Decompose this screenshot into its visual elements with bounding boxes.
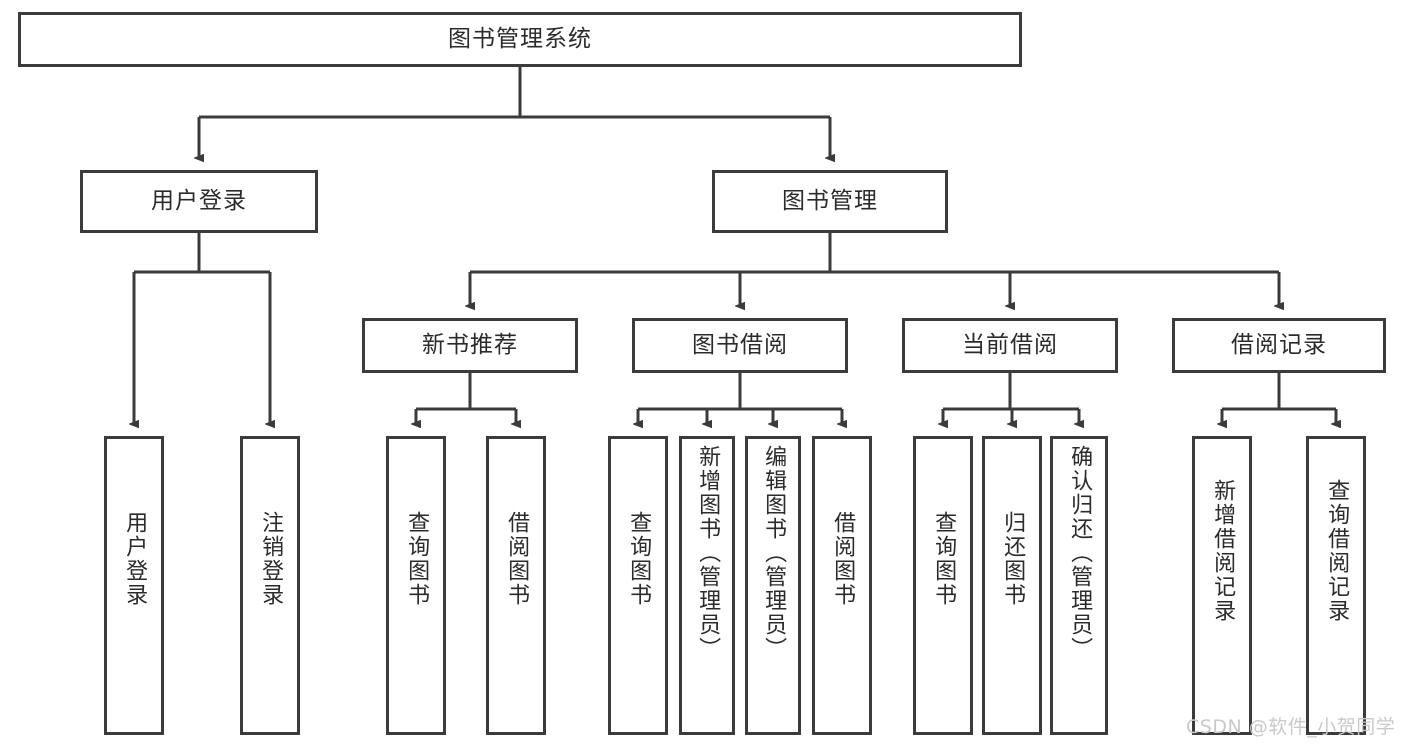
node-leaf-user-logout-label: 注销登录 (258, 511, 284, 607)
node-current-borrow-label: 当前借阅 (962, 331, 1058, 358)
node-leaf-recommend-query-book[interactable]: 查询图书 (386, 436, 446, 735)
node-leaf-borrow-add-book[interactable]: 新增图书（管理员） (679, 436, 735, 735)
node-root[interactable]: 图书管理系统 (18, 12, 1022, 67)
node-user-login[interactable]: 用户登录 (80, 170, 318, 233)
node-book-borrow-label: 图书借阅 (692, 331, 788, 358)
node-leaf-borrow-borrow-book[interactable]: 借阅图书 (812, 436, 872, 735)
node-leaf-recommend-borrow-book[interactable]: 借阅图书 (486, 436, 546, 735)
node-user-login-label: 用户登录 (151, 187, 247, 214)
node-leaf-borrow-borrow-book-label: 借阅图书 (830, 511, 856, 607)
node-leaf-record-add-label: 新增借阅记录 (1210, 479, 1236, 623)
node-leaf-current-confirm-return-label: 确认归还（管理员） (1067, 445, 1093, 661)
node-leaf-record-query[interactable]: 查询借阅记录 (1306, 436, 1366, 735)
node-borrow-record[interactable]: 借阅记录 (1172, 318, 1386, 373)
node-new-book-recommend-label: 新书推荐 (422, 331, 518, 358)
node-new-book-recommend[interactable]: 新书推荐 (362, 318, 578, 373)
node-root-label: 图书管理系统 (448, 25, 592, 52)
node-leaf-user-login[interactable]: 用户登录 (104, 436, 164, 735)
watermark-text: CSDN @软件_小贺同学 (1186, 716, 1396, 738)
node-leaf-borrow-add-book-label: 新增图书（管理员） (695, 445, 721, 661)
node-book-borrow[interactable]: 图书借阅 (632, 318, 848, 373)
node-borrow-record-label: 借阅记录 (1231, 331, 1327, 358)
node-leaf-record-add[interactable]: 新增借阅记录 (1192, 436, 1252, 735)
node-leaf-current-query-book-label: 查询图书 (931, 511, 957, 607)
node-leaf-recommend-borrow-book-label: 借阅图书 (504, 511, 530, 607)
node-book-management-label: 图书管理 (782, 187, 878, 214)
node-book-management[interactable]: 图书管理 (712, 170, 948, 233)
node-leaf-record-query-label: 查询借阅记录 (1324, 479, 1350, 623)
node-leaf-borrow-query-book-label: 查询图书 (626, 511, 652, 607)
node-leaf-borrow-edit-book-label: 编辑图书（管理员） (761, 445, 787, 661)
node-leaf-current-return-book[interactable]: 归还图书 (982, 436, 1042, 735)
node-leaf-user-logout[interactable]: 注销登录 (240, 436, 300, 735)
node-leaf-recommend-query-book-label: 查询图书 (404, 511, 430, 607)
node-leaf-borrow-edit-book[interactable]: 编辑图书（管理员） (745, 436, 801, 735)
node-leaf-borrow-query-book[interactable]: 查询图书 (608, 436, 668, 735)
node-leaf-current-query-book[interactable]: 查询图书 (913, 436, 973, 735)
node-leaf-current-return-book-label: 归还图书 (1000, 511, 1026, 607)
node-leaf-user-login-label: 用户登录 (122, 511, 148, 607)
node-current-borrow[interactable]: 当前借阅 (902, 318, 1118, 373)
node-leaf-current-confirm-return[interactable]: 确认归还（管理员） (1050, 436, 1108, 735)
